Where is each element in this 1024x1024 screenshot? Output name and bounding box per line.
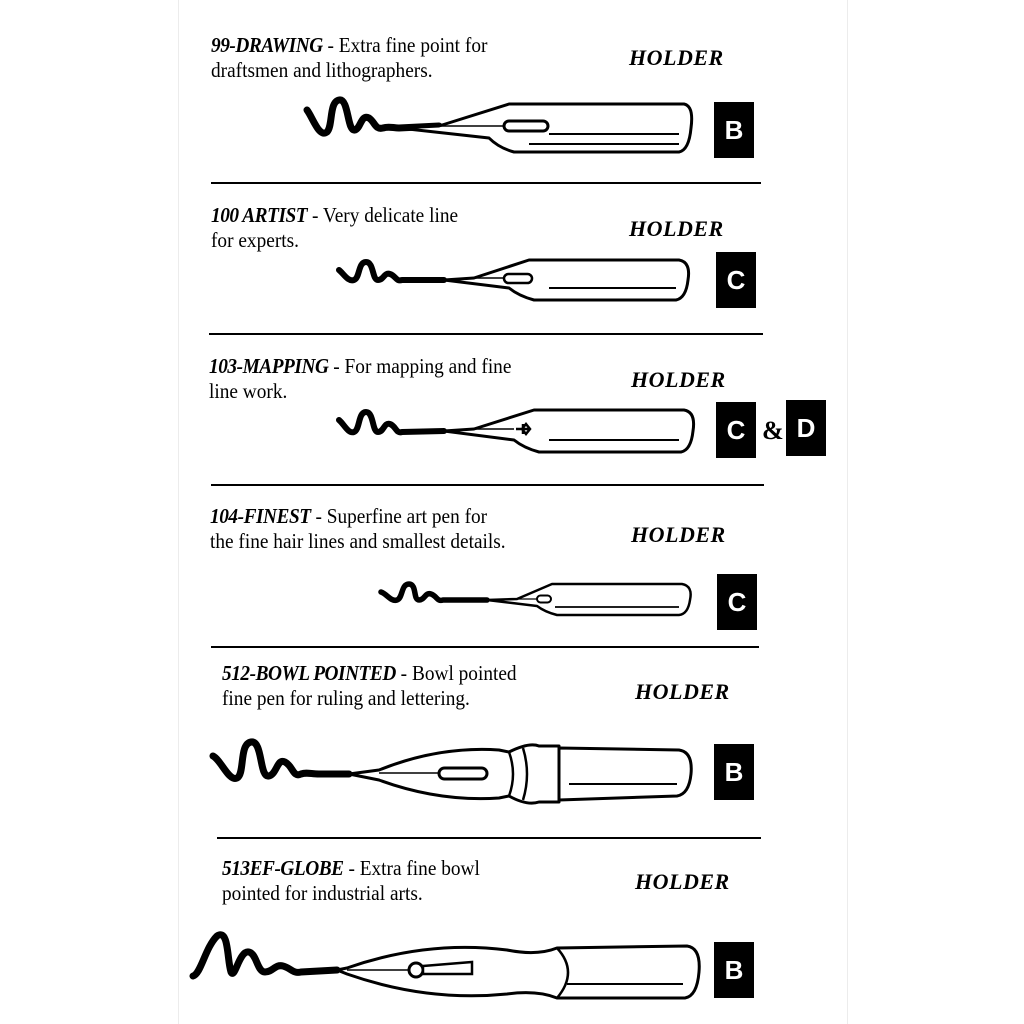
pen-desc-line1: - Bowl pointed — [395, 661, 517, 685]
holder-badge: C — [716, 402, 756, 458]
holder-label: HOLDER — [629, 216, 724, 241]
holder-badge: B — [714, 942, 754, 998]
artist-nib-icon — [336, 258, 691, 302]
holder-badge: D — [786, 400, 826, 456]
pen-description: 104-FINEST - Superfine art pen for the f… — [210, 504, 506, 554]
pen-desc-line2: draftsmen and lithographers. — [211, 58, 433, 82]
pen-description: 513EF-GLOBE - Extra fine bowl pointed fo… — [222, 856, 480, 906]
pen-desc-line2: line work. — [209, 379, 288, 403]
pen-code: 513EF-GLOBE — [222, 856, 344, 880]
pen-code: 103-MAPPING — [209, 354, 329, 378]
pen-code: 104-FINEST — [210, 504, 311, 528]
divider — [217, 837, 761, 839]
pen-desc-line1: - Extra fine point for — [322, 33, 488, 57]
holder-label: HOLDER — [635, 869, 730, 894]
pen-desc-line1: - Very delicate line — [307, 203, 459, 227]
divider — [211, 182, 761, 184]
pen-description: 512-BOWL POINTED - Bowl pointed fine pen… — [222, 661, 517, 711]
holder-badge: C — [717, 574, 757, 630]
pen-desc-line2: the fine hair lines and smallest details… — [210, 529, 506, 553]
pen-code: 512-BOWL POINTED — [222, 661, 396, 685]
pen-desc-line1: - Extra fine bowl — [343, 856, 480, 880]
mapping-nib-icon — [336, 408, 696, 454]
drawing-nib-icon — [303, 96, 694, 154]
pen-code: 99-DRAWING — [211, 33, 323, 57]
pen-desc-line1: - Superfine art pen for — [310, 504, 488, 528]
pen-desc-line2: for experts. — [211, 228, 299, 252]
pen-description: 103-MAPPING - For mapping and fine line … — [209, 354, 511, 404]
divider — [209, 333, 763, 335]
bowl-pointed-nib-icon — [209, 738, 693, 805]
holder-badge: B — [714, 744, 754, 800]
pen-desc-line2: fine pen for ruling and lettering. — [222, 686, 470, 710]
holder-badge: C — [716, 252, 756, 308]
globe-nib-icon — [189, 931, 701, 1000]
divider — [211, 646, 759, 648]
pen-code: 100 ARTIST — [211, 203, 308, 227]
pen-description: 99-DRAWING - Extra fine point for drafts… — [211, 33, 487, 83]
holder-label: HOLDER — [631, 522, 726, 547]
holder-label: HOLDER — [629, 45, 724, 70]
pen-description: 100 ARTIST - Very delicate line for expe… — [211, 203, 458, 253]
holder-label: HOLDER — [635, 679, 730, 704]
holder-joiner: & — [762, 416, 784, 445]
finest-nib-icon — [378, 581, 692, 617]
pen-catalog-page: 99-DRAWING - Extra fine point for drafts… — [178, 0, 848, 1024]
divider — [211, 484, 764, 486]
pen-desc-line2: pointed for industrial arts. — [222, 881, 423, 905]
pen-desc-line1: - For mapping and fine — [328, 354, 512, 378]
holder-badge: B — [714, 102, 754, 158]
holder-label: HOLDER — [631, 367, 726, 392]
